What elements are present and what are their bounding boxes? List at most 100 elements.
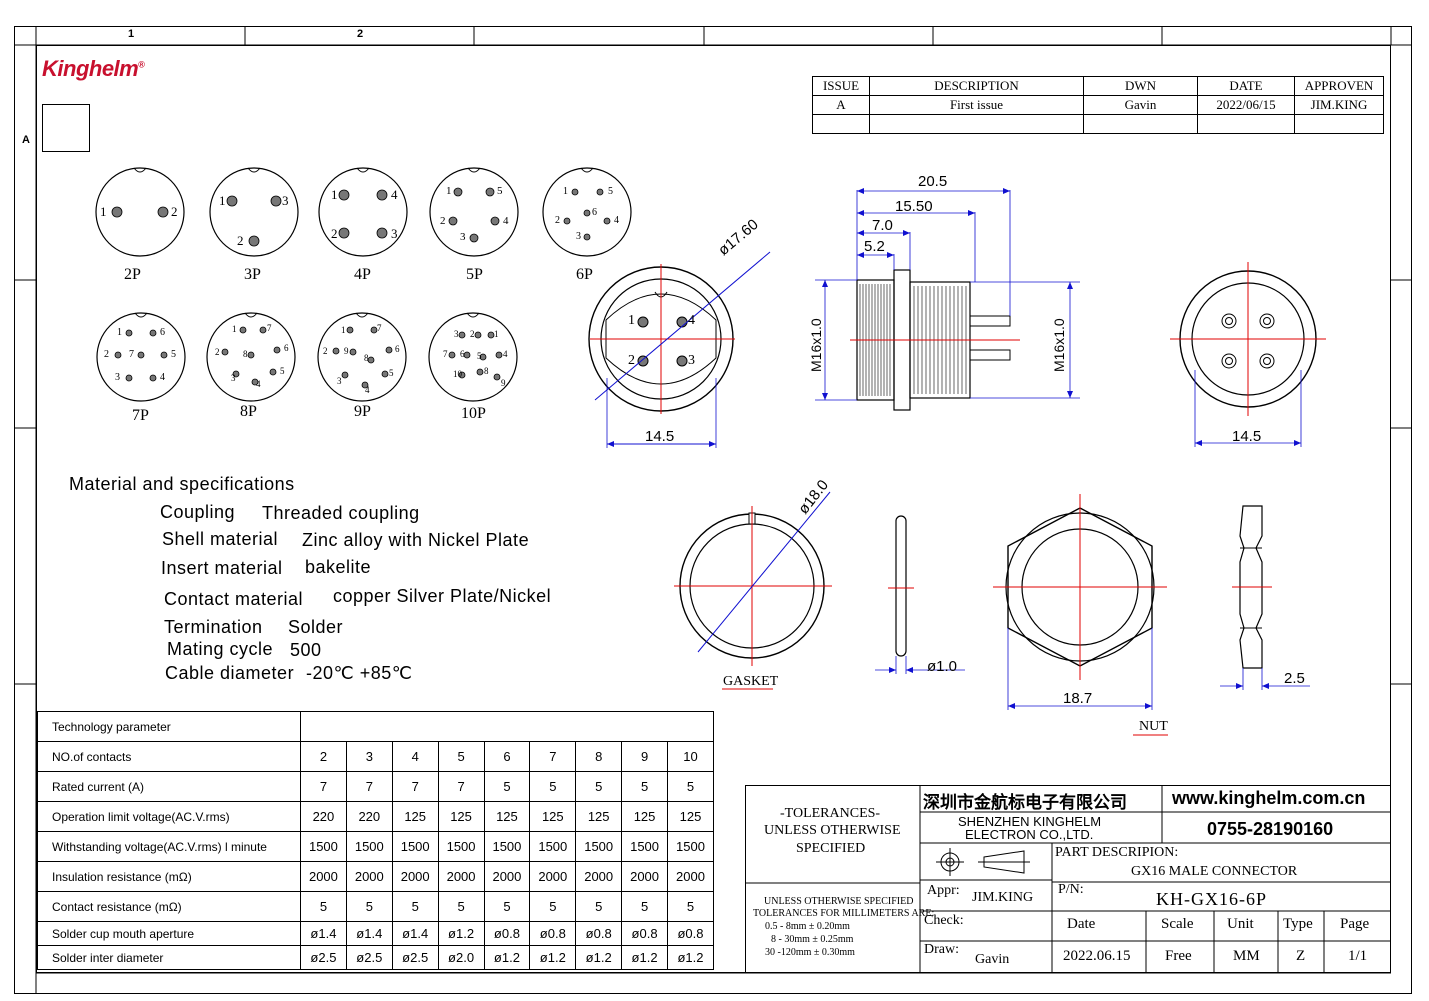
p9-pin-4: 4 [365,385,370,395]
front-pin-1: 1 [628,313,635,328]
kinghelm-logo: Kinghelm® [42,56,145,81]
tech-title-row: Technology parameter [37,711,714,742]
p5-pin-3: 3 [460,231,466,243]
tech-cell: 2000 [529,861,577,892]
tech-cell: 6 [483,741,531,772]
tech-cell: ø1.2 [437,921,485,946]
tech-cell: ø2.5 [300,945,347,970]
specs-title: Material and specifications [69,474,295,494]
label-8p: 8P [240,403,257,420]
date-value: 2022.06.15 [1063,948,1131,964]
tech-cell: 1500 [667,831,714,862]
p6-pin-3: 3 [576,231,581,242]
p7-pin-3: 3 [115,372,120,383]
zone-row-a: A [22,134,30,146]
layout-3p-circle [209,167,299,257]
dim-side-52: 5.2 [864,238,885,255]
tech-cell: 1500 [345,831,393,862]
tech-cell: 9 [621,741,668,772]
p3-pin-1: 1 [219,193,226,208]
tolerance-title: -TOLERANCES- [780,806,881,821]
p9-pin-7: 7 [377,323,382,333]
phone-number: 0755-28190160 [1207,819,1334,839]
p4-pin-2: 2 [331,226,338,241]
tech-cell: 1500 [391,831,439,862]
tol-detail-2: TOLERANCES FOR MILLIMETERS ARE: [753,908,935,919]
p6-pin-5: 5 [608,186,613,197]
tol-detail-1: UNLESS OTHERWISE SPECIFIED [764,896,914,907]
unit-value: MM [1233,948,1260,964]
p9-pin-6: 6 [395,344,400,354]
layout-10p-circle [428,312,518,402]
p6-pin-2: 2 [555,215,560,226]
spec-shell-label: Shell material [162,529,279,549]
p9-pin-9: 9 [344,346,349,356]
company-name-en-1: SHENZHEN KINGHELM [958,814,1102,829]
p8-pin-7: 7 [267,323,272,333]
p7-pin-6: 6 [160,327,165,338]
tech-cell: 2000 [391,861,439,892]
tech-cell: 8 [575,741,623,772]
label-7p: 7P [132,407,149,424]
p7-pin-2: 2 [104,349,109,360]
p4-pin-3: 3 [391,226,398,241]
check-label: Check: [924,913,964,928]
p10-pin-10: 10 [453,369,462,379]
company-name-cn: 深圳市金航标电子有限公司 [923,793,1127,812]
p10-pin-4: 4 [503,349,508,359]
spec-termination-label: Termination [164,617,263,637]
spec-insert-label: Insert material [161,558,283,578]
p9-pin-2: 2 [323,346,328,356]
dim-front-width: 14.5 [645,428,675,445]
p6-pin-4: 4 [614,215,619,226]
p5-pin-2: 2 [440,215,446,227]
tech-cell: ø0.8 [483,921,531,946]
tech-cell: ø0.8 [575,921,623,946]
label-9p: 9P [354,403,371,420]
revision-table: ISSUE DESCRIPTION DWN DATE APPROVEN A Fi… [812,76,1384,134]
spec-cable-label: Cable diameter [165,663,295,683]
p10-pin-7: 7 [443,349,448,359]
front-pin-3: 3 [688,353,695,368]
website-link[interactable]: www.kinghelm.com.cn [1172,788,1366,808]
tech-cell: 1500 [300,831,347,862]
p7-pin-1: 1 [117,327,122,338]
tolerance-line-3: SPECIFIED [796,841,866,856]
p5-pin-4: 4 [503,215,509,227]
spec-coupling-label: Coupling [160,502,236,522]
layout-4p-circle [318,167,408,257]
tech-cell: 1500 [437,831,485,862]
zone-col-1: 1 [128,28,135,40]
label-5p: 5P [466,266,483,283]
p10-pin-9: 9 [501,378,506,388]
tech-cell: 2000 [621,861,668,892]
draw-label: Draw: [924,942,959,957]
side-view [815,188,1080,411]
p6-pin-6: 6 [592,207,597,218]
pn-label: P/N: [1058,882,1084,897]
rev-header-approven: APPROVEN [1294,76,1384,96]
label-6p: 6P [576,266,593,283]
spec-contact-value: copper Silver Plate/Nickel [333,586,552,606]
nut-label: NUT [1139,719,1168,734]
dim-gasket-thk: ø1.0 [927,658,958,675]
p8-pin-5: 5 [280,366,285,376]
appr-label: Appr: [927,883,960,898]
tech-row-label: Solder inter diameter [37,945,301,970]
dim-side-total: 20.5 [918,173,948,190]
p4-pin-1: 1 [331,187,338,202]
spec-insert-value: bakelite [305,557,372,577]
p2-pin-2: 2 [171,204,178,219]
tech-cell: 5 [529,891,577,922]
p9-pin-8: 8 [364,353,369,363]
rear-view [1170,262,1326,447]
tech-cell: 10 [667,741,714,772]
tech-cell: ø1.2 [667,945,714,970]
draw-value: Gavin [975,952,1010,967]
gasket-label: GASKET [723,674,779,689]
